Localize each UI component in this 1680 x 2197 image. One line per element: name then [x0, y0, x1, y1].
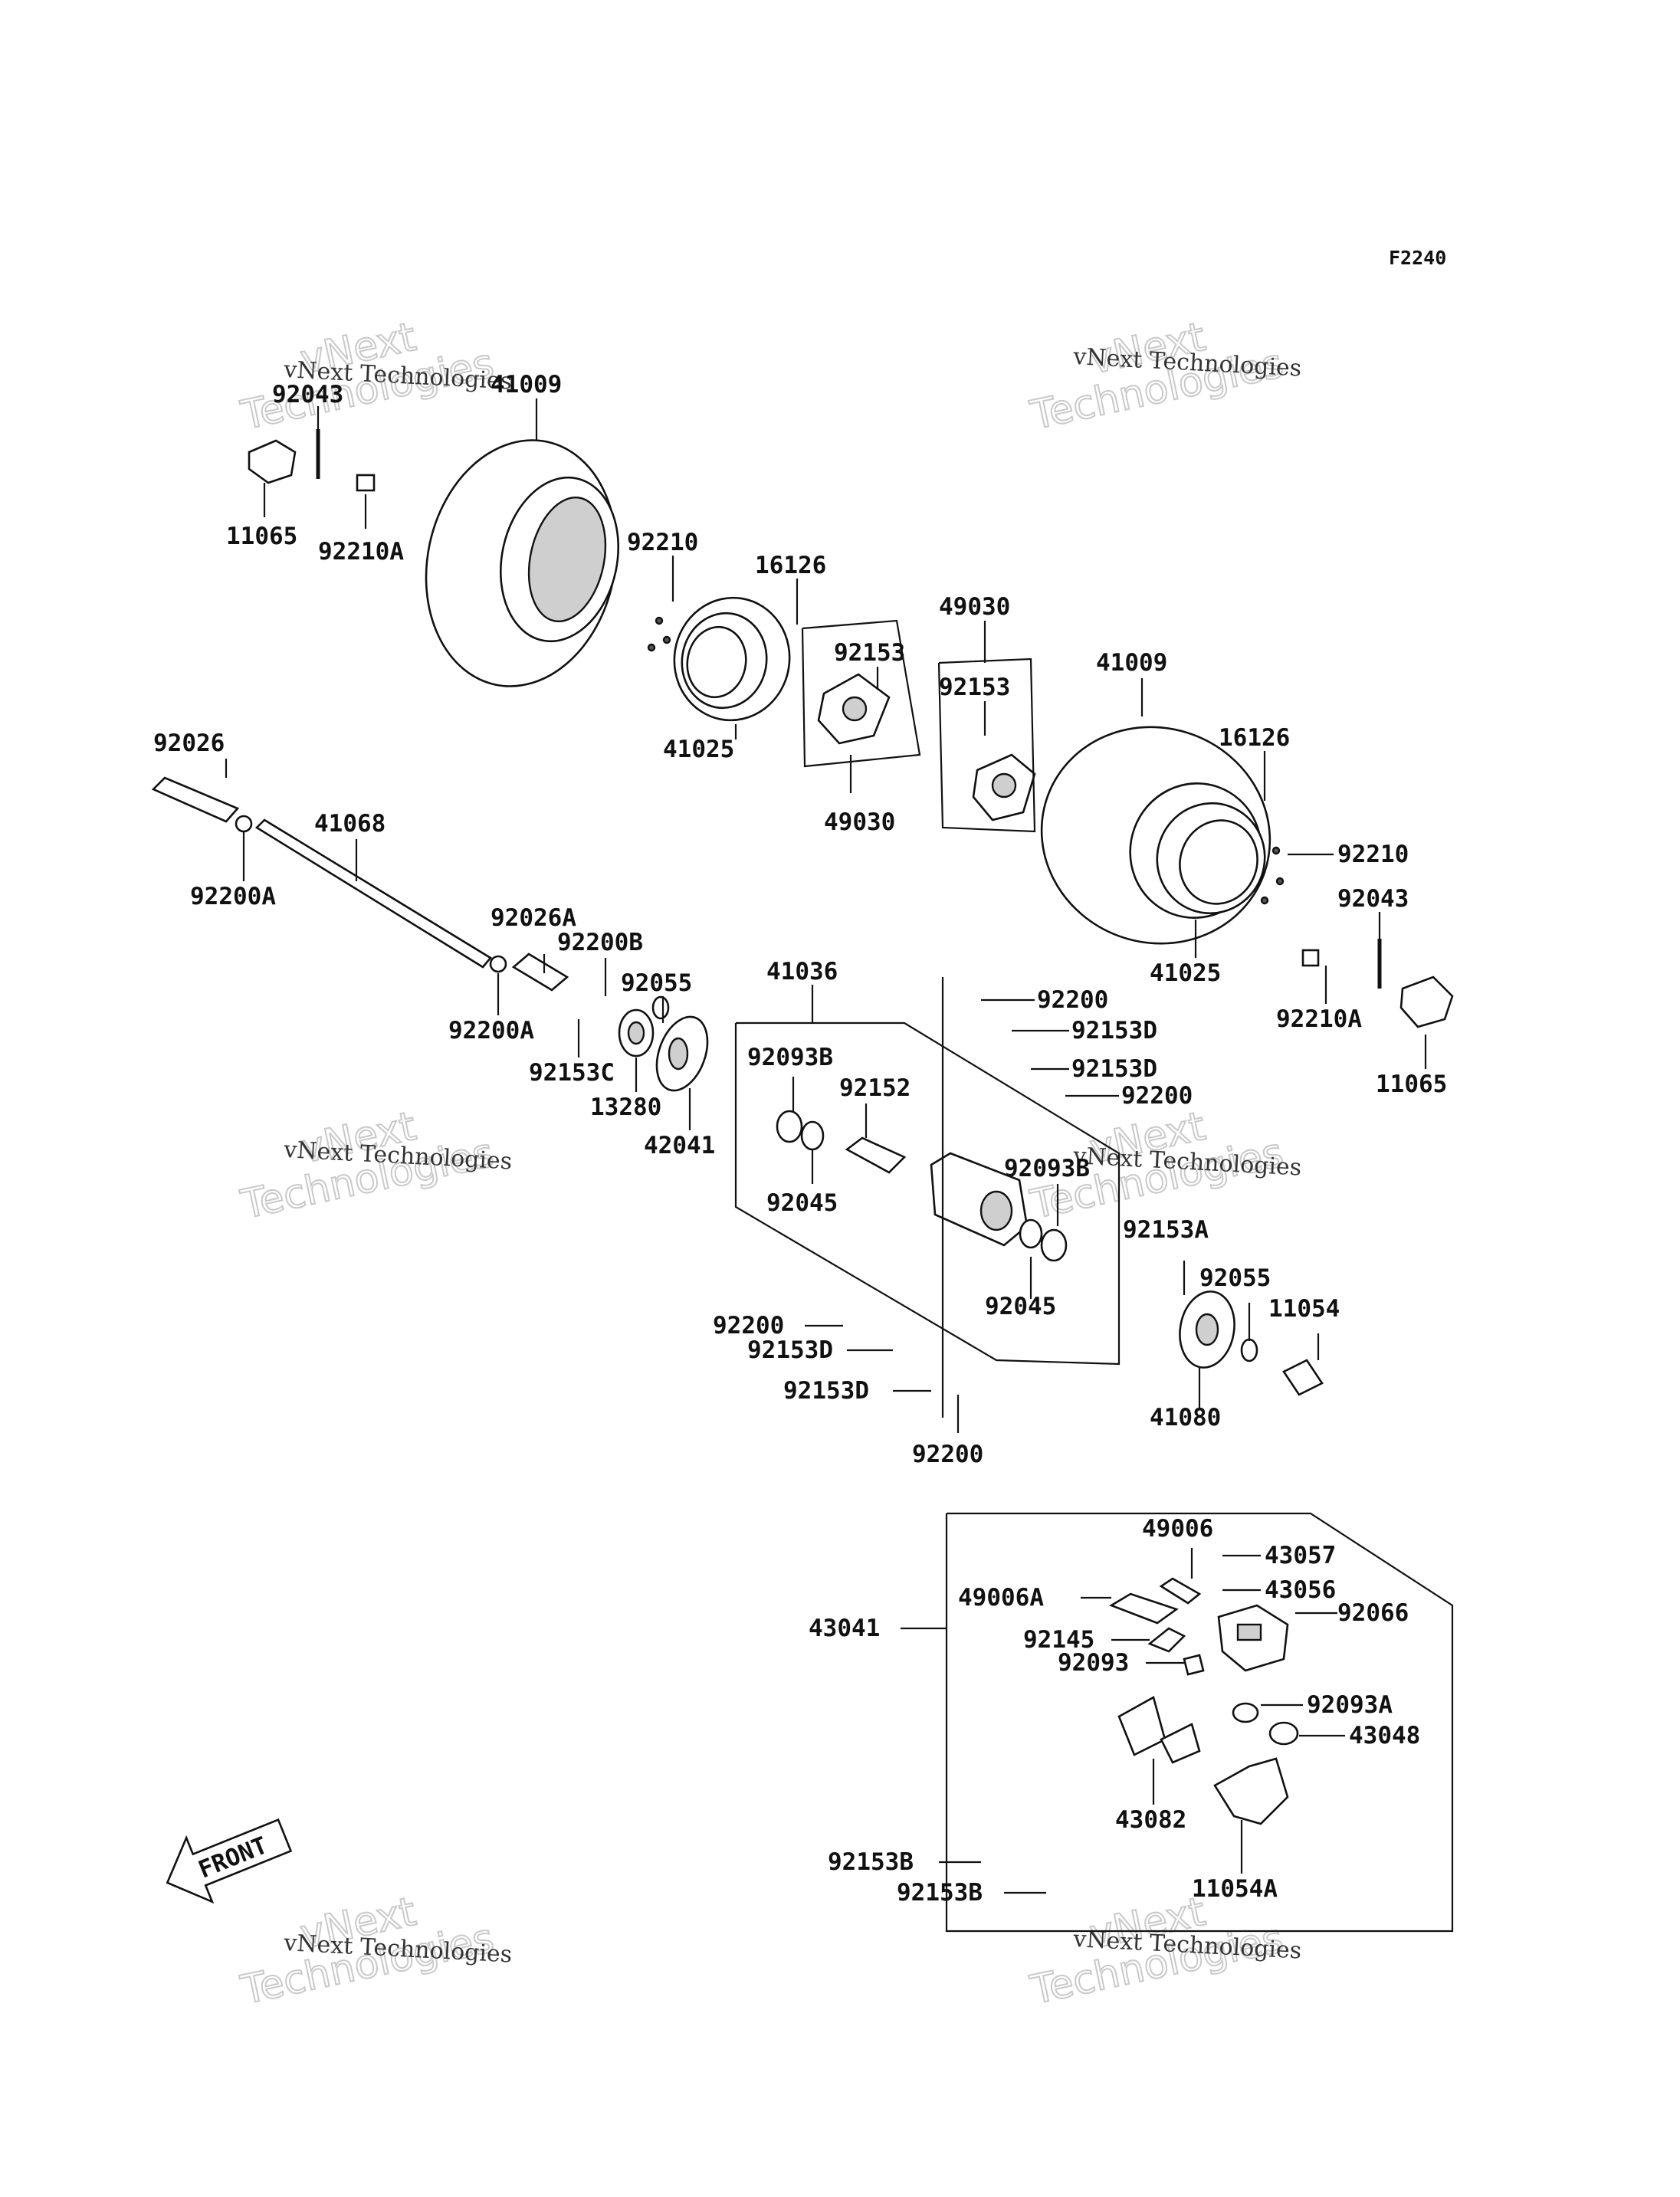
label-41009: 41009	[1096, 649, 1167, 677]
front-arrow: FRONT	[166, 1818, 293, 1904]
label-92043: 92043	[1337, 885, 1409, 913]
pin-49006A	[1109, 1592, 1179, 1625]
label-13280: 13280	[590, 1094, 661, 1121]
label-92153: 92153	[834, 639, 905, 667]
label-92026a: 92026A	[491, 904, 576, 932]
label-43082: 43082	[1115, 1806, 1186, 1834]
label-43048: 43048	[1349, 1722, 1420, 1749]
label-92153a: 92153A	[1123, 1216, 1209, 1244]
box-49030-left	[801, 619, 921, 768]
label-92153c: 92153C	[529, 1059, 615, 1087]
sprocket	[655, 1015, 709, 1092]
label-92153: 92153	[939, 674, 1010, 701]
brake-pads	[1117, 1696, 1201, 1764]
label-92210: 92210	[1337, 841, 1409, 868]
label-92153d: 92153D	[1071, 1055, 1157, 1083]
label-43056: 43056	[1265, 1576, 1336, 1604]
label-92055: 92055	[621, 969, 692, 997]
label-92043: 92043	[272, 381, 343, 408]
diagram-code: F2240	[1389, 247, 1446, 269]
caliper	[1217, 1604, 1289, 1672]
lug-nut-right	[1399, 976, 1454, 1028]
label-92200a: 92200A	[190, 883, 276, 910]
leader-lines	[225, 398, 1427, 1894]
label-92153b: 92153B	[828, 1848, 914, 1876]
label-41025: 41025	[663, 736, 734, 763]
cap-right	[1301, 949, 1320, 967]
label-92093b: 92093B	[747, 1044, 833, 1071]
label-16126: 16126	[1219, 724, 1290, 752]
label-43041: 43041	[809, 1615, 880, 1642]
label-41025: 41025	[1150, 959, 1221, 987]
cap-left	[356, 474, 376, 492]
seal-right	[1240, 1338, 1258, 1362]
label-92152: 92152	[839, 1074, 911, 1102]
brake-disc	[1179, 1290, 1235, 1369]
label-49030: 49030	[939, 593, 1010, 621]
part-labels: 92043 41009 11065 92210A 92210 16126 490…	[153, 371, 1447, 1907]
axle-carrier	[930, 1152, 1029, 1247]
bracket-11054A	[1213, 1757, 1289, 1825]
label-11065: 11065	[226, 523, 297, 550]
label-92200: 92200	[1037, 986, 1108, 1014]
label-11054a: 11054A	[1192, 1875, 1278, 1903]
label-92153b: 92153B	[897, 1879, 983, 1907]
label-92210a: 92210A	[1276, 1005, 1362, 1033]
label-92093: 92093	[1058, 1649, 1129, 1677]
axle	[151, 776, 569, 992]
label-16126: 16126	[755, 552, 826, 579]
label-92093a: 92093A	[1307, 1691, 1393, 1719]
hub-left	[817, 673, 891, 745]
label-92093b: 92093B	[1004, 1155, 1090, 1182]
sensor-11054	[1282, 1359, 1324, 1396]
bearing-left	[776, 1110, 825, 1151]
label-92210a: 92210A	[318, 538, 404, 566]
label-49006: 49006	[1142, 1515, 1213, 1543]
label-49006a: 49006A	[958, 1584, 1044, 1612]
label-92045: 92045	[766, 1189, 838, 1217]
clip-92145	[1147, 1627, 1186, 1653]
label-92153d: 92153D	[1071, 1017, 1157, 1044]
label-92026: 92026	[153, 730, 225, 757]
label-92200: 92200	[713, 1312, 784, 1340]
label-92200a: 92200A	[448, 1017, 534, 1044]
hub-right	[972, 753, 1036, 821]
label-92200: 92200	[1121, 1082, 1193, 1110]
label-92153d: 92153D	[747, 1336, 833, 1364]
label-92153d: 92153D	[783, 1377, 869, 1405]
label-43057: 43057	[1265, 1542, 1336, 1569]
label-11065: 11065	[1376, 1071, 1447, 1098]
label-92200b: 92200B	[557, 929, 643, 956]
hub-13280	[618, 1008, 655, 1058]
bearing-right	[1019, 1218, 1068, 1262]
label-92055: 92055	[1199, 1264, 1271, 1292]
box-41036	[734, 1021, 1121, 1366]
spacer-92152	[845, 1136, 907, 1174]
tire-right	[1040, 726, 1285, 945]
pin-92093	[1183, 1654, 1205, 1676]
label-92045: 92045	[985, 1293, 1056, 1320]
lug-nut-left	[248, 439, 297, 484]
label-92066: 92066	[1337, 1599, 1409, 1627]
bolt-49006	[1159, 1577, 1202, 1605]
label-92145: 92145	[1023, 1626, 1094, 1654]
seal-92055	[651, 995, 670, 1020]
label-41080: 41080	[1150, 1404, 1221, 1431]
label-11054: 11054	[1268, 1295, 1340, 1323]
label-92200: 92200	[912, 1441, 983, 1468]
label-41068: 41068	[314, 810, 386, 838]
label-49030: 49030	[824, 808, 895, 836]
box-49030-right	[937, 657, 1036, 833]
tire-left	[425, 439, 620, 687]
label-41036: 41036	[766, 958, 838, 985]
label-41009: 41009	[491, 371, 562, 398]
label-42041: 42041	[644, 1132, 715, 1159]
piston-43048	[1232, 1702, 1299, 1746]
rim-left	[647, 596, 791, 722]
label-92210: 92210	[627, 529, 698, 556]
